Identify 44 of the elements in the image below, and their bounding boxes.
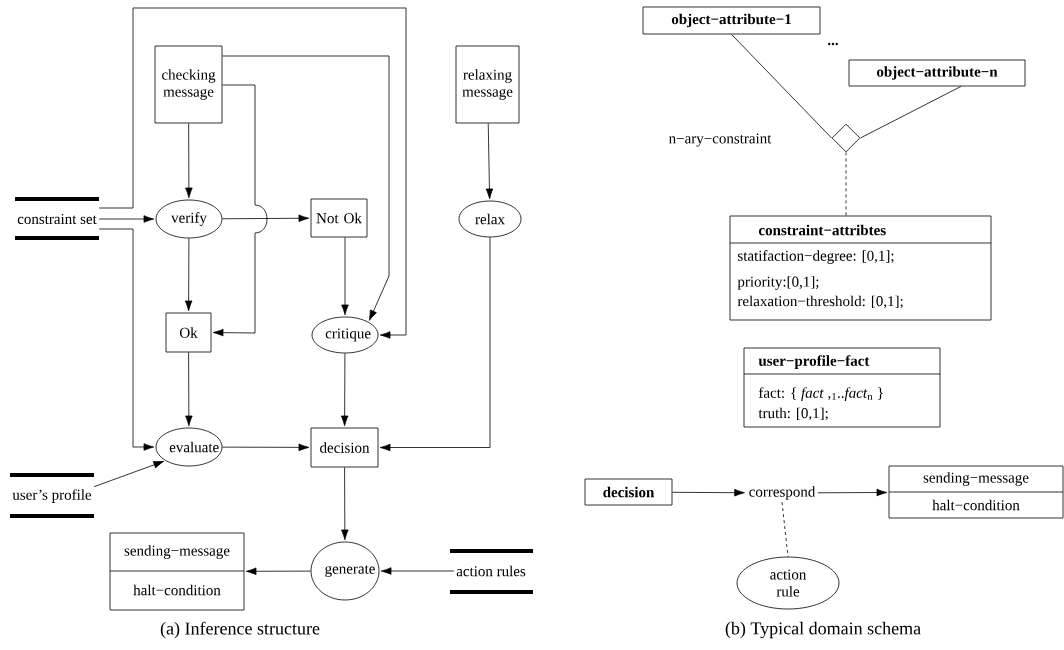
process-box: checking message	[154, 45, 223, 124]
arrow	[817, 488, 888, 497]
process-box: Ok	[165, 312, 212, 353]
arrow	[340, 353, 349, 427]
arrow	[98, 7, 407, 339]
relation-diamond	[831, 123, 861, 153]
arrow	[184, 238, 193, 312]
data-store: action rules	[450, 549, 533, 594]
arrow	[185, 352, 193, 427]
arrow	[98, 215, 155, 223]
connector-line	[860, 86, 962, 139]
arrow	[380, 567, 455, 575]
process-box: Not Ok	[310, 198, 368, 238]
arrow	[212, 84, 268, 337]
record-box: sending−message halt−condition	[109, 532, 245, 611]
arrow	[93, 460, 165, 488]
arrow	[98, 228, 155, 451]
arrow	[672, 488, 745, 497]
process-box: relaxing message	[455, 45, 520, 124]
arrow	[341, 237, 349, 316]
ellipsis: ...	[828, 42, 838, 46]
connector-line	[731, 34, 832, 139]
arrow	[222, 443, 310, 452]
record-box: constraint−attribtes statifaction−degree: [0,1]; priority:[0,1]; relaxation−threshold: [0,1];	[729, 215, 992, 321]
caption: (a) Inference structure	[160, 621, 320, 639]
record-box: user−profile−fact fact: { fact ,$_{1}$..fact$_{n}$ } truth: [0,1];	[743, 347, 941, 428]
data-store: user’s profile	[10, 473, 94, 518]
process-box: decision	[310, 427, 379, 468]
class-box: decision	[584, 478, 673, 506]
arrow	[341, 467, 349, 541]
arrow	[222, 214, 310, 222]
class-box: object−attribute−n	[848, 59, 1026, 87]
connector-line	[845, 152, 847, 216]
class-box: object−attribute−1	[642, 6, 821, 35]
arrow	[379, 237, 491, 452]
constraint-name: n−ary−constraint	[669, 133, 772, 147]
record-box: sending−message halt−condition	[888, 465, 1064, 519]
arrow	[222, 55, 390, 321]
arrow	[485, 123, 494, 200]
connector-line	[781, 501, 789, 557]
data-store: constraint set	[15, 197, 99, 240]
arrow	[185, 123, 193, 199]
relation-label: correspond	[749, 486, 816, 500]
arrow	[245, 567, 311, 575]
